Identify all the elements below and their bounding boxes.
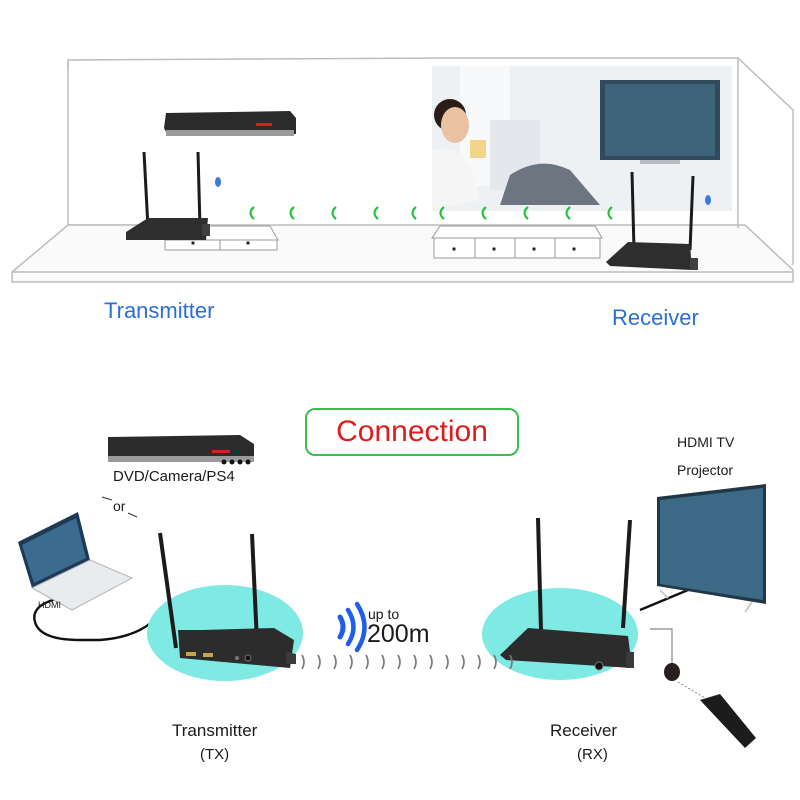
hdmi-cable-tx (33, 596, 167, 642)
or-label: or (113, 498, 126, 514)
wave-arc-green (439, 206, 445, 220)
wave-arc-green (411, 206, 417, 220)
wave-arc-green (249, 206, 255, 220)
rx-label: Receiver (550, 721, 618, 740)
signal-icon-tx (215, 177, 221, 187)
wave-arc-gray (509, 654, 513, 670)
wave-arc-gray (333, 654, 337, 670)
tx-label: Transmitter (172, 721, 258, 740)
living-room-photo (432, 66, 732, 211)
range-signal-icon (337, 601, 367, 653)
wave-arc-gray (477, 654, 481, 670)
wave-arc-green (523, 206, 529, 220)
ir-cable (650, 628, 673, 665)
ir-beam (677, 681, 706, 699)
wave-arc-green (481, 206, 487, 220)
wave-arc-green (373, 206, 379, 220)
hdmi-tv (657, 484, 766, 613)
wave-arc-gray (301, 654, 305, 670)
wireless-wave-row-bottom (301, 654, 513, 670)
dvd-player-bottom (108, 435, 254, 465)
laptop (18, 512, 134, 611)
wave-arc-green (565, 206, 571, 220)
wave-arc-green (607, 206, 613, 220)
top-receiver-label: Receiver (612, 305, 699, 330)
transmitter-device (158, 532, 296, 668)
ir-sensor (664, 663, 680, 681)
hdmi-label: HDMI (38, 600, 61, 610)
remote-control (700, 694, 756, 748)
wave-arc-gray (445, 654, 449, 670)
shelf-right (431, 225, 603, 259)
wave-arc-gray (493, 654, 497, 670)
receiver-device-top (606, 171, 698, 270)
rx-abbr: (RX) (577, 746, 608, 763)
hdmi-cable-rx (639, 588, 689, 612)
range-value: 200m (367, 620, 430, 648)
receiver-device (500, 517, 634, 671)
signal-icon-rx (705, 195, 711, 205)
wave-arc-gray (349, 654, 353, 670)
connection-title: Connection (305, 408, 519, 456)
wave-arc-gray (397, 654, 401, 670)
or-divider-left (101, 496, 113, 501)
sink-label-hdmi-tv: HDMI TV (677, 434, 735, 450)
sink-label-projector: Projector (677, 462, 734, 478)
wireless-wave-row-top (249, 206, 613, 220)
top-transmitter-label: Transmitter (104, 298, 215, 323)
or-divider-right (127, 512, 138, 518)
tx-abbr: (TX) (200, 746, 230, 763)
source-label: DVD/Camera/PS4 (113, 468, 235, 485)
wave-arc-gray (365, 654, 369, 670)
wave-arc-gray (429, 654, 433, 670)
wave-arc-green (289, 206, 295, 220)
wave-arc-green (331, 206, 337, 220)
range-prefix: up to (368, 606, 400, 622)
wave-arc-gray (413, 654, 417, 670)
wave-arc-gray (381, 654, 385, 670)
wave-arc-gray (461, 654, 465, 670)
wave-arc-gray (317, 654, 321, 670)
transmitter-device-top (126, 151, 210, 240)
dvd-player-top (164, 111, 296, 136)
